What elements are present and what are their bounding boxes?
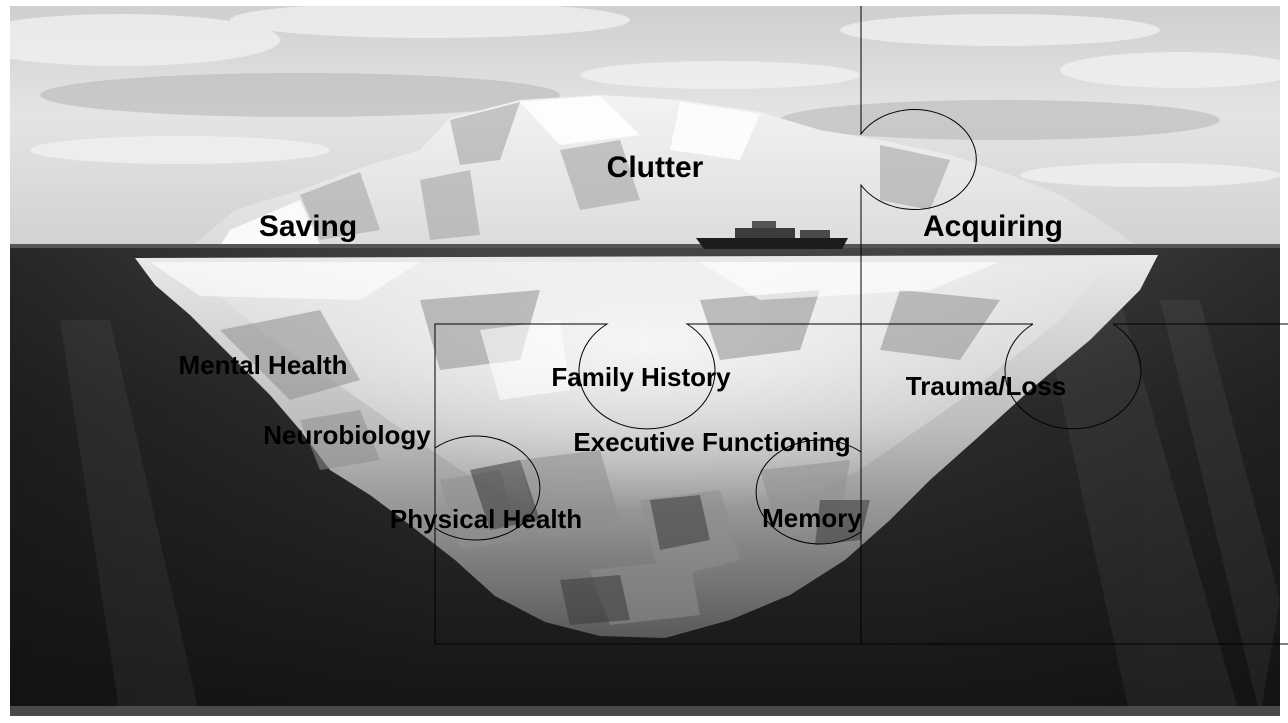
light-rays [60,300,1280,716]
waterline [10,244,1280,248]
puzzle-piece-center [434,323,1033,644]
puzzle-knob-memory [755,439,862,545]
puzzle-outlines [434,6,1288,645]
puzzle-divider-top-vertical [860,6,977,644]
label-saving: Saving [259,210,357,243]
labels: Clutter Saving Acquiring Mental Health F… [178,151,1066,534]
label-physical-health: Physical Health [390,504,582,534]
label-acquiring: Acquiring [923,210,1063,243]
label-trauma-loss: Trauma/Loss [906,371,1066,401]
iceberg-top-shading [300,102,950,240]
clouds [10,6,1280,187]
label-family-history: Family History [551,362,731,392]
puzzle-knob-left [434,435,541,541]
ship-icon [696,221,848,249]
ice-dark-facets [470,460,870,625]
sea-floor-line [10,706,1280,716]
puzzle-knob-right [1004,323,1142,430]
label-mental-health: Mental Health [178,350,347,380]
ice-highlights [150,262,1000,400]
label-executive-functioning: Executive Functioning [573,427,850,457]
label-neurobiology: Neurobiology [263,420,431,450]
label-memory: Memory [762,503,862,533]
iceberg-underwater-glow [180,262,1110,540]
iceberg-top-highlights [220,96,760,246]
label-clutter: Clutter [607,151,704,184]
